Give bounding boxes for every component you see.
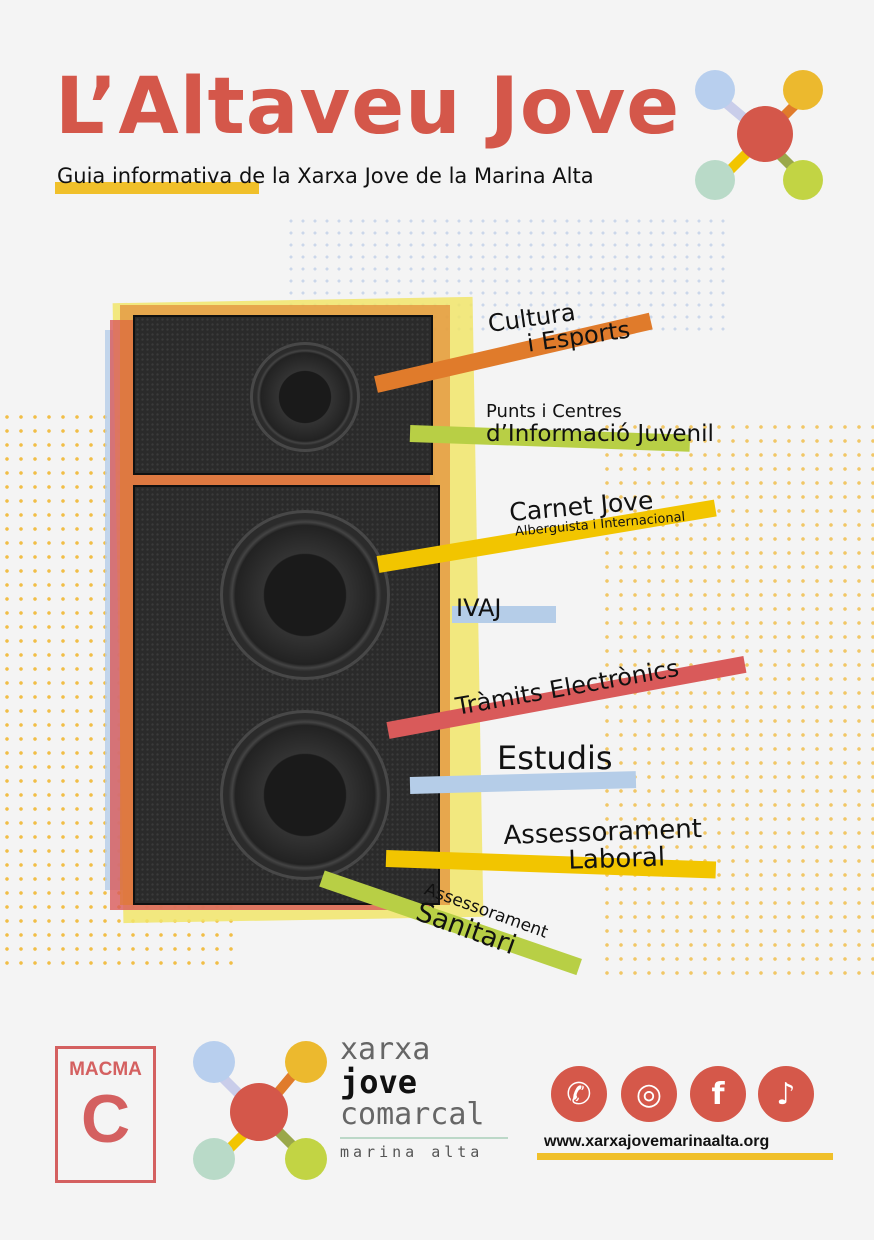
- topic-ivaj[interactable]: IVAJ: [456, 594, 502, 622]
- xarxa-logo-icon: [190, 1038, 330, 1183]
- url-underline: [537, 1153, 833, 1160]
- topic-estudis[interactable]: Estudis: [497, 739, 613, 777]
- xarxa-logo-text: xarxa jove comarcal marina alta: [340, 1034, 508, 1160]
- subtitle-underline: [55, 182, 259, 194]
- page-subtitle: Guia informativa de la Xarxa Jove de la …: [57, 164, 594, 188]
- whatsapp-icon[interactable]: ✆: [551, 1066, 607, 1122]
- instagram-icon[interactable]: ◎: [621, 1066, 677, 1122]
- macma-logo: MACMA C: [55, 1046, 156, 1183]
- topic-bar: [452, 606, 556, 623]
- network-logo-icon: [690, 65, 830, 205]
- page-title: L’Altaveu Jove: [55, 62, 681, 152]
- website-link[interactable]: www.xarxajovemarinaalta.org: [544, 1133, 770, 1150]
- tiktok-icon[interactable]: ♪: [758, 1066, 814, 1122]
- facebook-icon[interactable]: f: [690, 1066, 746, 1122]
- speaker-image: [80, 290, 484, 940]
